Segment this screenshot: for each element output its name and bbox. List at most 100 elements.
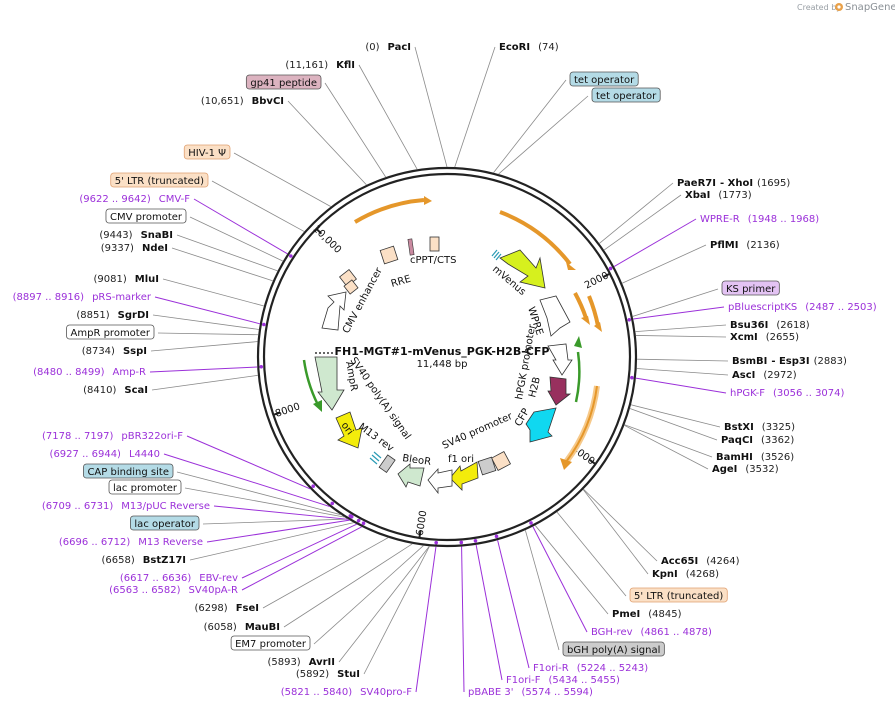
- enzyme-label[interactable]: BamHI(3526): [716, 452, 794, 463]
- enzyme-label[interactable]: ScaI(8410): [83, 385, 148, 396]
- enzyme-label[interactable]: AscI(2972): [732, 370, 797, 381]
- feature-label-bleor: BleoR: [402, 453, 432, 468]
- leader-line: [152, 314, 260, 330]
- enzyme-label[interactable]: PacI(0): [365, 42, 411, 53]
- site-name: AgeI: [712, 464, 737, 475]
- primer-label[interactable]: WPRE-R(1948 .. 1968): [700, 214, 819, 225]
- enzyme-label[interactable]: PaeR7I - XhoI(1695): [677, 178, 790, 189]
- primer-label[interactable]: F1ori-F(5434 .. 5455): [506, 675, 620, 686]
- enzyme-label[interactable]: SnaBI(9443): [99, 230, 173, 241]
- primer-label[interactable]: SV40pA-R(6563 .. 6582): [109, 585, 238, 596]
- site-position: (6617 .. 6636): [120, 573, 192, 584]
- enzyme-label[interactable]: Bsu36I(2618): [730, 320, 810, 331]
- enzyme-label[interactable]: PaqCI(3362): [721, 435, 794, 446]
- leader-line: [635, 324, 727, 333]
- feature-name: tet operator: [596, 91, 657, 102]
- site-name: BstZ17I: [143, 555, 186, 566]
- feature-rre-block: [379, 245, 399, 265]
- enzyme-label[interactable]: AgeI (3532): [712, 464, 779, 475]
- enzyme-label[interactable]: MluI(9081): [94, 274, 159, 285]
- enzyme-label[interactable]: SgrDI(8851): [76, 310, 149, 321]
- tick-label: 2000: [583, 270, 611, 291]
- site-position: (3532): [745, 464, 778, 475]
- feature-label[interactable]: EM7 promoter: [230, 635, 311, 651]
- enzyme-label[interactable]: BsmBI - Esp3I(2883): [732, 356, 847, 367]
- leader-line: [262, 537, 389, 609]
- enzyme-label[interactable]: AvrII(5893): [267, 657, 335, 668]
- primer-label[interactable]: M13/pUC Reverse(6709 .. 6731): [42, 501, 210, 512]
- feature-name: CMV promoter: [110, 212, 183, 223]
- feature-label-rre: RRE: [390, 274, 412, 290]
- feature-label[interactable]: AmpR promoter: [66, 324, 155, 340]
- site-name: StuI: [337, 669, 360, 680]
- primer-label[interactable]: pBABE 3'(5574 .. 5594): [468, 687, 593, 698]
- enzyme-label[interactable]: XbaI(1773): [685, 190, 752, 201]
- feature-label[interactable]: CAP binding site: [83, 463, 174, 479]
- feature-wpre: [539, 295, 571, 337]
- site-name: Acc65I: [661, 556, 698, 567]
- enzyme-label[interactable]: BstZ17I (6658): [101, 555, 186, 566]
- leader-line: [636, 358, 729, 362]
- site-position: (1948 .. 1968): [748, 214, 820, 225]
- enzyme-label[interactable]: StuI(5892): [296, 669, 360, 680]
- site-name: hPGK-F: [730, 388, 765, 399]
- feature-name: KS primer: [726, 284, 776, 295]
- site-position: (6658): [101, 555, 134, 566]
- enzyme-label[interactable]: NdeI(9337): [101, 243, 168, 254]
- leader-line: [189, 522, 354, 561]
- enzyme-label[interactable]: PmeI(4845): [612, 609, 682, 620]
- site-name: pRS-marker: [92, 292, 152, 303]
- site-labels: PacI(0) EcoRI(74) tet operator tet operator…: [13, 42, 877, 698]
- feature-label[interactable]: gp41 peptide: [245, 74, 322, 90]
- primer-label[interactable]: pRS-marker(8897 .. 8916): [13, 292, 152, 303]
- enzyme-label[interactable]: XcmI(2655): [730, 332, 799, 343]
- primer-label[interactable]: CMV-F(9622 .. 9642): [79, 194, 190, 205]
- primer-label[interactable]: M13 Reverse(6696 .. 6712): [59, 537, 203, 548]
- primer-site-marker: [529, 521, 533, 525]
- feature-name: tet operator: [574, 75, 635, 86]
- backbone-inner-ring: [262, 172, 632, 542]
- enzyme-label[interactable]: SspI(8734): [82, 346, 147, 357]
- feature-label[interactable]: 5' LTR (truncated): [110, 172, 209, 188]
- enzyme-label[interactable]: Acc65I(4264): [661, 556, 740, 567]
- enzyme-label[interactable]: EcoRI(74): [499, 42, 559, 53]
- primer-label[interactable]: F1ori-R(5224 .. 5243): [533, 663, 648, 674]
- enzyme-label[interactable]: BstXI(3325): [724, 422, 795, 433]
- feature-label[interactable]: tet operator: [591, 87, 661, 103]
- site-name: PflMI: [710, 240, 738, 251]
- primer-label[interactable]: pBR322ori-F(7178 .. 7197): [42, 431, 183, 442]
- watermark-brand: SnapGene: [845, 2, 895, 13]
- label-leader-lines: [149, 46, 729, 693]
- primer-label[interactable]: BGH-rev(4861 .. 4878): [591, 627, 712, 638]
- primer-label[interactable]: L4440(6927 .. 6944): [50, 449, 160, 460]
- enzyme-label[interactable]: BbvCI(10,651): [201, 96, 284, 107]
- feature-label[interactable]: CMV promoter: [105, 208, 187, 224]
- leader-line: [150, 341, 258, 352]
- leader-line: [363, 546, 430, 675]
- primer-label[interactable]: hPGK-F(3056 .. 3074): [730, 388, 845, 399]
- enzyme-label[interactable]: KflI(11,161): [285, 60, 355, 71]
- feature-name: gp41 peptide: [250, 78, 317, 89]
- primer-label[interactable]: pBluescriptKS(2487 .. 2503): [728, 302, 877, 313]
- primer-site-marker: [361, 521, 366, 526]
- leader-line: [635, 377, 727, 394]
- enzyme-label[interactable]: FseI(6298): [194, 603, 259, 614]
- feature-arrow-ltr-right-c: [587, 295, 600, 327]
- enzyme-label[interactable]: MauBI(6058): [204, 622, 280, 633]
- site-name: BamHI: [716, 452, 753, 463]
- feature-label[interactable]: lac operator: [130, 515, 200, 531]
- feature-ltr-block-b: [343, 279, 359, 295]
- primer-label[interactable]: SV40pro-F(5821 .. 5840): [281, 687, 412, 698]
- feature-label[interactable]: tet operator: [569, 71, 639, 87]
- feature-label[interactable]: 5' LTR (truncated): [629, 587, 728, 603]
- feature-label[interactable]: lac promoter: [108, 479, 182, 495]
- feature-label[interactable]: KS primer: [721, 280, 780, 296]
- primer-label[interactable]: Amp-R(8480 .. 8499): [33, 367, 146, 378]
- enzyme-label[interactable]: KpnI(4268): [652, 569, 719, 580]
- primer-label[interactable]: EBV-rev(6617 .. 6636): [120, 573, 238, 584]
- feature-box: [629, 587, 728, 603]
- feature-label[interactable]: HIV-1 Ψ: [183, 144, 231, 160]
- feature-ori: [335, 411, 363, 449]
- feature-label[interactable]: bGH poly(A) signal: [562, 641, 665, 657]
- enzyme-label[interactable]: PflMI(2136): [710, 240, 780, 251]
